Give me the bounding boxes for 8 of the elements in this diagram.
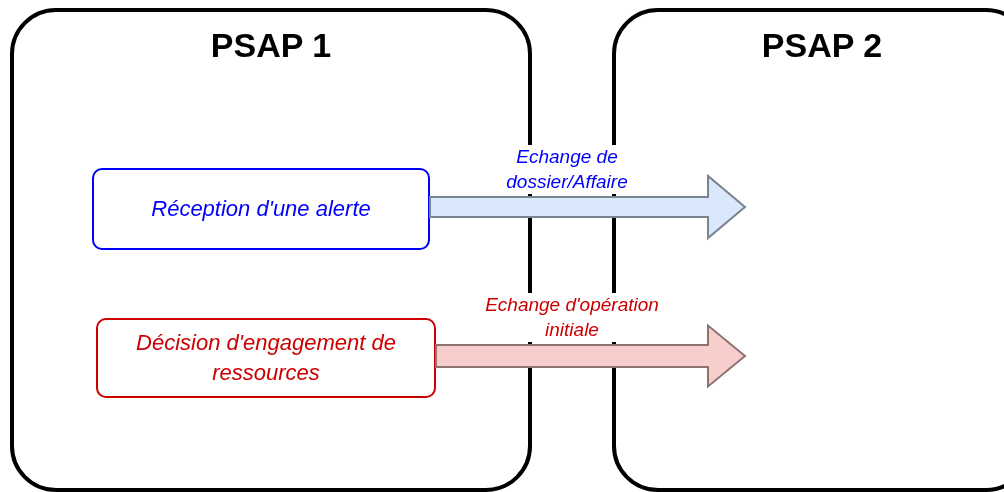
box-text: Réception d'une alerte: [151, 195, 371, 224]
panel-title: PSAP 1: [209, 26, 333, 65]
process-box: [96, 318, 436, 398]
process-box: [92, 168, 430, 250]
box-text: Décision d'engagement de ressources: [135, 329, 397, 387]
block-arrow: [435, 323, 747, 389]
panel-title: PSAP 2: [760, 26, 884, 65]
block-arrow: [429, 173, 747, 241]
